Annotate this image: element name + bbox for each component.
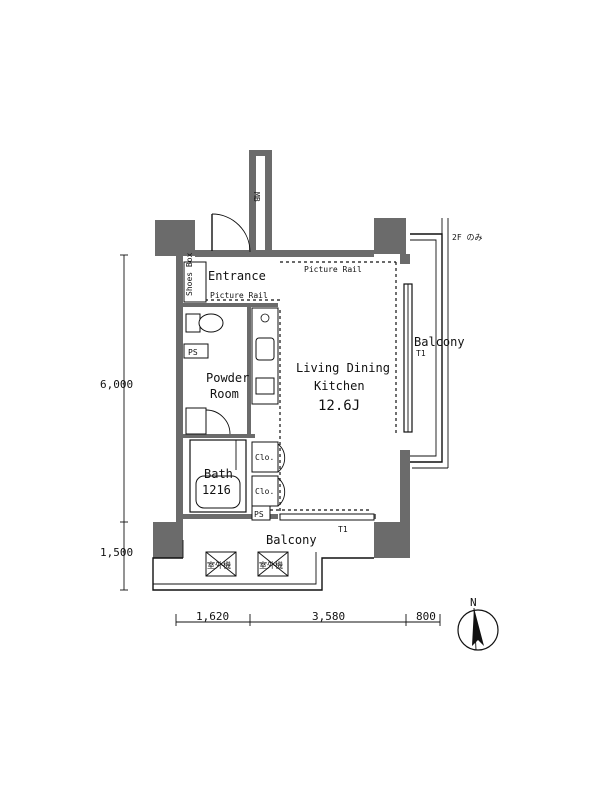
outdoor-unit-label-1: 室外機: [207, 560, 231, 570]
ps-label-top: PS: [188, 348, 198, 357]
compass-north-label: N: [470, 596, 477, 609]
dimension-horizontal-right: 800: [416, 610, 436, 623]
entrance-label: Entrance: [208, 269, 266, 283]
closets: [251, 441, 286, 507]
dimension-horizontal-left: 1,620: [196, 610, 229, 623]
bath-label-1: Bath: [204, 467, 233, 481]
dimension-horizontal-mid: 3,580: [312, 610, 345, 623]
washbasin: [185, 407, 231, 435]
shoes-box: [183, 261, 207, 303]
closet-label-1: Clo.: [255, 453, 274, 462]
compass: [457, 607, 499, 651]
bath-unit: [189, 439, 247, 513]
walls: [153, 150, 410, 558]
closet-label-2: Clo.: [255, 487, 274, 496]
picture-rail-entrance-label: Picture Rail: [210, 291, 268, 300]
balcony-outlines: [152, 218, 449, 591]
floor-note-label: 2F のみ: [452, 233, 482, 242]
ldk-label-1: Living Dining: [296, 361, 390, 375]
ps-label-bottom: PS: [254, 510, 264, 519]
picture-rail-top-label: Picture Rail: [304, 265, 362, 274]
kitchen-counter: [251, 307, 279, 405]
entrance-door: [211, 213, 251, 253]
t1-label-bottom: T1: [338, 525, 348, 534]
dimension-vertical-top: 6,000: [100, 378, 133, 391]
ldk-size-label: 12.6J: [318, 398, 360, 414]
ps-box-bottom: [251, 505, 271, 521]
outdoor-unit-label-2: 室外機: [259, 560, 283, 570]
bath-label-2: 1216: [202, 483, 231, 497]
windows: [279, 283, 413, 521]
mb-label: MB: [252, 192, 261, 202]
picture-rails: [205, 261, 397, 515]
dimension-vertical-bottom: 1,500: [100, 546, 133, 559]
toilet-fixture: [185, 313, 224, 333]
balcony-bottom-label: Balcony: [266, 533, 317, 547]
shoes-box-label: Shoes Box: [185, 252, 194, 296]
ps-box-top: [183, 343, 209, 359]
outdoor-units: [205, 551, 289, 577]
dimension-lines: [120, 254, 441, 626]
balcony-right-label: Balcony: [414, 335, 465, 349]
t1-label-right: T1: [416, 349, 426, 358]
powder-room-label-1: Powder: [206, 371, 249, 385]
powder-room-label-2: Room: [210, 387, 239, 401]
ldk-label-2: Kitchen: [314, 379, 365, 393]
